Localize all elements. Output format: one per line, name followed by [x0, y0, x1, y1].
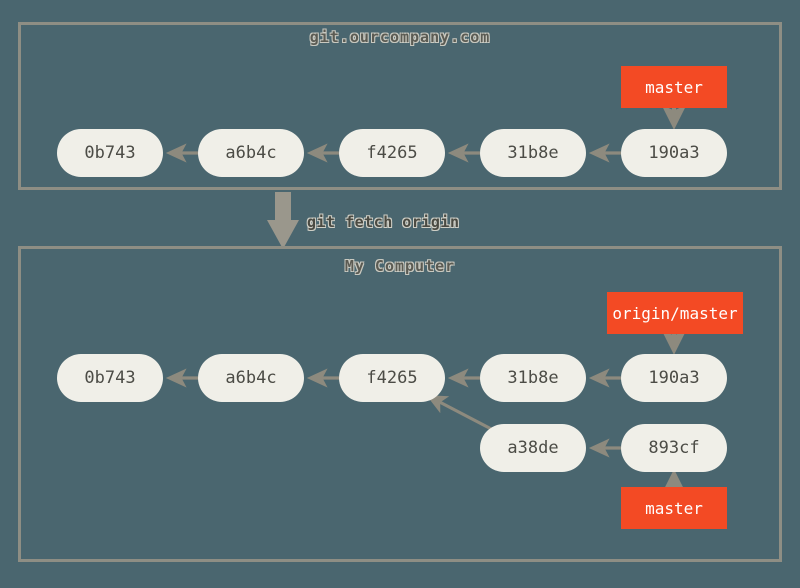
commit-node[interactable]: 190a3 [621, 354, 727, 402]
server-container [18, 22, 782, 190]
commit-node[interactable]: 190a3 [621, 129, 727, 177]
commit-node[interactable]: 0b743 [57, 354, 163, 402]
commit-node[interactable]: a6b4c [198, 354, 304, 402]
commit-node[interactable]: a38de [480, 424, 586, 472]
server-title: git.ourcompany.com [309, 28, 491, 46]
commit-node[interactable]: 31b8e [480, 354, 586, 402]
commit-node[interactable]: a6b4c [198, 129, 304, 177]
local-title: My Computer [344, 257, 456, 275]
local-container [18, 246, 782, 562]
commit-node[interactable]: f4265 [339, 354, 445, 402]
fetch-command-caption: git fetch origin [307, 213, 460, 231]
fetch-transition-arrow [267, 192, 299, 249]
commit-node[interactable]: 0b743 [57, 129, 163, 177]
commit-node[interactable]: f4265 [339, 129, 445, 177]
branch-label-master[interactable]: master [621, 66, 727, 108]
branch-label-master[interactable]: master [621, 487, 727, 529]
commit-node[interactable]: 893cf [621, 424, 727, 472]
commit-node[interactable]: 31b8e [480, 129, 586, 177]
branch-label-origin-master[interactable]: origin/master [607, 292, 743, 334]
